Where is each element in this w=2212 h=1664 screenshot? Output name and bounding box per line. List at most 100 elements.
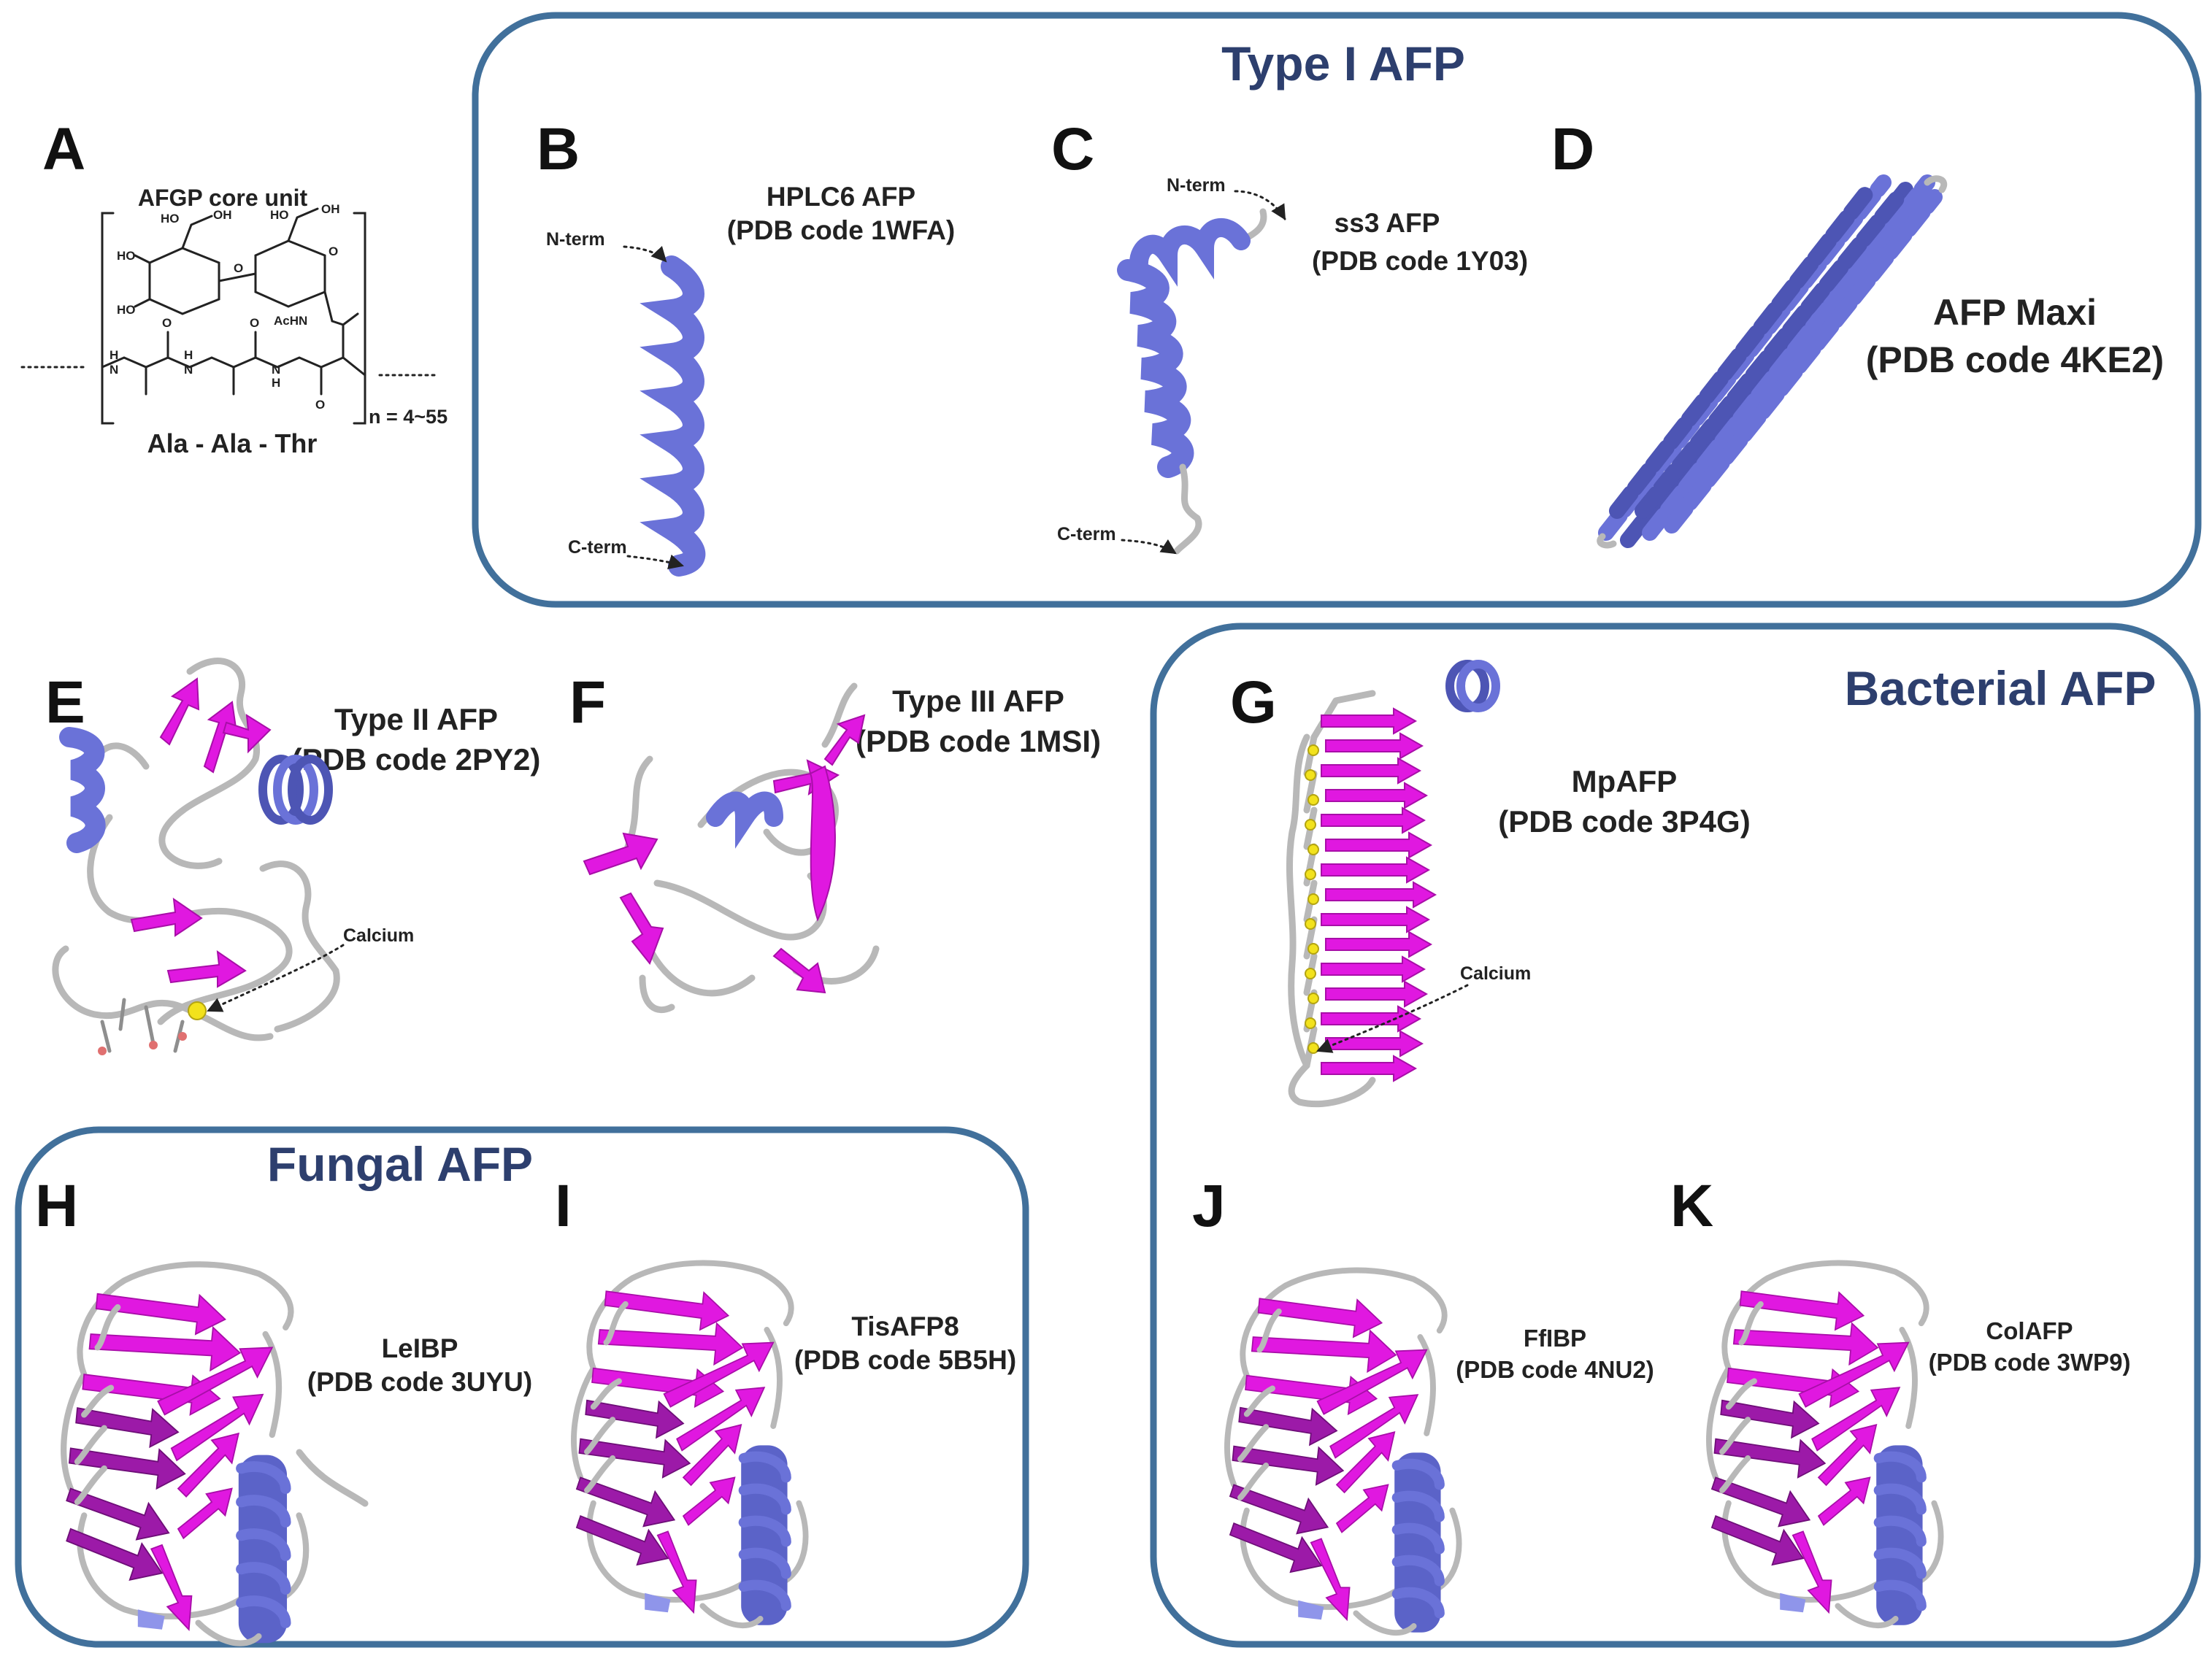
ring-atom-o-2: O bbox=[329, 244, 338, 258]
mpafp-calcium-ion bbox=[1307, 844, 1319, 855]
mpafp-calcium-ion bbox=[1307, 893, 1319, 905]
backbone-atom-h-3: H bbox=[272, 376, 280, 390]
ffibp-pdb-code: (PDB code 4NU2) bbox=[1456, 1356, 1654, 1383]
backbone-atom-o-1: O bbox=[162, 316, 172, 330]
type3-afp-name: Type III AFP bbox=[892, 684, 1064, 718]
ring-atom-achn: AcHN bbox=[274, 314, 307, 328]
hplc6-helix bbox=[640, 255, 706, 577]
mpafp-strand bbox=[1321, 757, 1422, 785]
colafp-pdb-code: (PDB code 3WP9) bbox=[1929, 1349, 2131, 1376]
type2-strand-2 bbox=[203, 701, 238, 774]
panel-k: K ColAFP (PDB code 3WP9) bbox=[1670, 1173, 2130, 1625]
type2-helix-left bbox=[59, 727, 106, 853]
panel-letter-f: F bbox=[569, 669, 606, 736]
mpafp-calcium-ion bbox=[1307, 993, 1319, 1004]
mpafp-strand bbox=[1325, 831, 1433, 859]
mpafp-strand bbox=[1321, 806, 1426, 834]
hplc6-afp-pdb-code: (PDB code 1WFA) bbox=[727, 215, 955, 245]
hplc6-n-term-label: N-term bbox=[546, 229, 605, 250]
mpafp-strand bbox=[1321, 856, 1431, 884]
type2-calcium-ion bbox=[188, 1001, 207, 1020]
mpafp-calcium-ion bbox=[1305, 819, 1316, 831]
panel-letter-d: D bbox=[1551, 116, 1594, 182]
mpafp-pdb-code: (PDB code 3P4G) bbox=[1498, 804, 1750, 839]
ss3-n-term-label: N-term bbox=[1167, 175, 1226, 196]
mpafp-calcium-ion bbox=[1307, 943, 1319, 955]
type2-strand-5 bbox=[166, 950, 247, 988]
type2-strand-4 bbox=[130, 897, 203, 937]
ffibp-name: FfIBP bbox=[1524, 1325, 1586, 1352]
panel-letter-e: E bbox=[45, 669, 85, 736]
ring-atom-ho-1: HO bbox=[161, 212, 180, 226]
panel-letter-j: J bbox=[1192, 1173, 1226, 1239]
mpafp-calcium-ions bbox=[1305, 744, 1319, 1054]
panel-h: H LeIBP (PDB code 3UYU) bbox=[35, 1173, 532, 1644]
ss3-afp-name: ss3 AFP bbox=[1335, 208, 1440, 238]
type3-strand-4 bbox=[809, 765, 836, 922]
panel-b: B HPLC6 AFP (PDB code 1WFA) N-term C-ter… bbox=[537, 116, 955, 577]
mpafp-strand bbox=[1325, 1030, 1424, 1058]
type3-strand-6 bbox=[823, 714, 866, 766]
type2-strand-1 bbox=[159, 677, 200, 746]
panel-i: I TisAFP8 (PDB code 5B5H) bbox=[555, 1173, 1016, 1625]
mpafp-strand bbox=[1321, 1005, 1422, 1033]
mpafp-strand bbox=[1321, 906, 1431, 933]
type3-strand-5 bbox=[772, 947, 826, 994]
afp-maxi-name: AFP Maxi bbox=[1933, 292, 2097, 333]
mpafp-calcium-ion bbox=[1305, 918, 1316, 930]
mpafp-calcium-ion bbox=[1307, 744, 1319, 756]
mpafp-strand bbox=[1321, 1055, 1418, 1082]
type1-afp-group-box bbox=[472, 12, 2202, 608]
mpafp-calcium-ion bbox=[1305, 968, 1316, 979]
leibp-pdb-code: (PDB code 3UYU) bbox=[307, 1367, 532, 1397]
backbone-atom-o-3: O bbox=[315, 398, 325, 412]
type3-strand-2 bbox=[619, 892, 664, 965]
backbone-atom-o-2: O bbox=[250, 316, 259, 330]
ring-atom-oh-2: OH bbox=[321, 202, 340, 216]
ring-atom-ho-4: HO bbox=[270, 208, 289, 222]
hplc6-afp-name: HPLC6 AFP bbox=[767, 182, 915, 212]
panel-g: G MpAFP (PDB code 3P4G) Calcium bbox=[1230, 660, 1751, 1108]
mpafp-strand bbox=[1325, 931, 1433, 958]
ring-atom-o-1: O bbox=[234, 261, 243, 275]
ffibp-structure bbox=[1227, 1271, 1459, 1633]
ring-atom-ho-3: HO bbox=[117, 303, 136, 317]
type2-calcium-label: Calcium bbox=[343, 925, 414, 946]
panel-letter-g: G bbox=[1230, 669, 1277, 736]
afp-maxi-helix-bundle bbox=[1597, 174, 1947, 549]
mpafp-strand bbox=[1325, 980, 1429, 1008]
mpafp-name: MpAFP bbox=[1572, 764, 1678, 798]
panel-f: F Type III AFP (PDB code 1MSI) bbox=[569, 669, 1101, 1014]
panel-a: A AFGP core unit n = 4~55 HO OH HO HO O … bbox=[20, 116, 448, 458]
backbone-atom-h-2: H bbox=[184, 348, 193, 362]
afgp-core-unit-title: AFGP core unit bbox=[138, 185, 308, 211]
fungal-afp-group-title: Fungal AFP bbox=[267, 1137, 533, 1191]
panel-letter-k: K bbox=[1670, 1173, 1713, 1239]
afp-maxi-pdb-code: (PDB code 4KE2) bbox=[1866, 339, 2164, 380]
ss3-c-term-label: C-term bbox=[1057, 524, 1116, 544]
mpafp-strands bbox=[1321, 707, 1437, 1082]
mpafp-calcium-ion bbox=[1305, 1017, 1316, 1029]
mpafp-calcium-ion bbox=[1305, 769, 1316, 781]
type3-afp-pdb-code: (PDB code 1MSI) bbox=[856, 724, 1101, 758]
panel-letter-c: C bbox=[1051, 116, 1094, 182]
panel-letter-b: B bbox=[537, 116, 580, 182]
type3-helix bbox=[706, 791, 783, 849]
backbone-atom-n-2: N bbox=[184, 363, 193, 377]
panel-letter-a: A bbox=[42, 116, 85, 182]
mpafp-calcium-label: Calcium bbox=[1460, 963, 1531, 984]
bacterial-afp-group-box bbox=[1150, 623, 2201, 1648]
hplc6-c-term-label: C-term bbox=[568, 537, 627, 558]
panel-e: E Type II AFP (PDB code 2PY2) Calcium bbox=[45, 658, 540, 1055]
mpafp-strand bbox=[1321, 955, 1426, 983]
panel-d: D AFP Maxi (PDB code 4KE2) bbox=[1551, 116, 2164, 549]
mpafp-strand bbox=[1321, 707, 1418, 735]
backbone-atom-n-3: N bbox=[272, 363, 280, 377]
tisafp8-pdb-code: (PDB code 5B5H) bbox=[794, 1345, 1016, 1375]
bacterial-afp-group-title: Bacterial AFP bbox=[1845, 661, 2157, 715]
panel-letter-h: H bbox=[35, 1173, 78, 1239]
type2-helix-right bbox=[258, 755, 333, 825]
backbone-atom-h-1: H bbox=[110, 348, 118, 362]
leibp-structure bbox=[64, 1264, 306, 1643]
